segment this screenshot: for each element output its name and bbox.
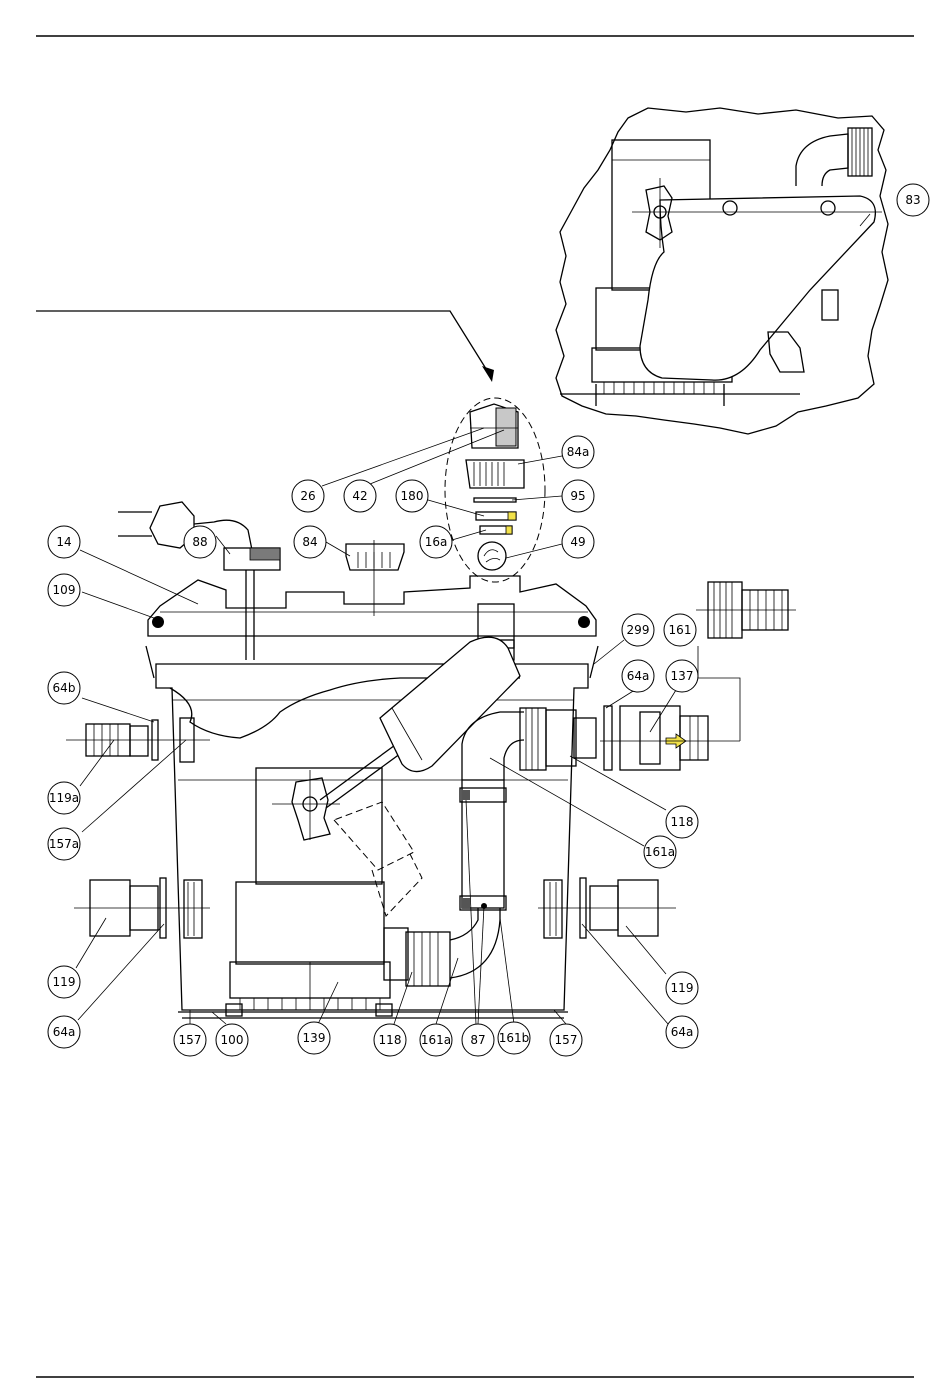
callout-100: 100 xyxy=(216,1024,248,1056)
pointer-arrowhead xyxy=(482,366,494,382)
callout-157a: 157a xyxy=(48,828,80,860)
callout-label: 157a xyxy=(49,837,79,851)
callout-label: 100 xyxy=(221,1033,244,1047)
callout-157-left: 157 xyxy=(174,1024,206,1056)
callout-label: 118 xyxy=(379,1033,402,1047)
callout-label: 161a xyxy=(645,845,675,859)
callout-161a-bottom: 161a xyxy=(420,1024,452,1056)
callout-label: 88 xyxy=(192,535,207,549)
callout-label: 95 xyxy=(570,489,585,503)
callout-label: 84a xyxy=(567,445,590,459)
main-assembly xyxy=(66,502,796,1018)
callout-label: 299 xyxy=(627,623,650,637)
callout-180: 180 xyxy=(396,480,428,512)
callout-label: 109 xyxy=(53,583,76,597)
callout-119-right: 119 xyxy=(666,972,698,1004)
callout-label: 83 xyxy=(905,193,920,207)
cap-exploded-detail xyxy=(445,398,545,582)
callout-26: 26 xyxy=(292,480,324,512)
callout-88: 88 xyxy=(184,526,216,558)
callout-label: 64a xyxy=(53,1025,76,1039)
callout-label: 49 xyxy=(570,535,585,549)
callout-87: 87 xyxy=(462,1024,494,1056)
callout-label: 16a xyxy=(425,535,448,549)
inset-detail xyxy=(556,108,888,434)
callout-161a-right: 161a xyxy=(644,836,676,868)
callout-64a-right: 64a xyxy=(622,660,654,692)
callout-157-right: 157 xyxy=(550,1024,582,1056)
callout-16a: 16a xyxy=(420,526,452,558)
callout-161-top: 161 xyxy=(664,614,696,646)
callout-label: 87 xyxy=(470,1033,485,1047)
callout-label: 14 xyxy=(56,535,71,549)
callout-83: 83 xyxy=(897,184,929,216)
callout-label: 42 xyxy=(352,489,367,503)
callout-119a: 119a xyxy=(48,782,80,814)
callout-64b: 64b xyxy=(48,672,80,704)
callout-299: 299 xyxy=(622,614,654,646)
callout-137: 137 xyxy=(666,660,698,692)
callout-label: 64a xyxy=(627,669,650,683)
callout-label: 64a xyxy=(671,1025,694,1039)
callout-label: 161a xyxy=(421,1033,451,1047)
callout-84a: 84a xyxy=(562,436,594,468)
callout-139: 139 xyxy=(298,1022,330,1054)
callout-label: 118 xyxy=(671,815,694,829)
callout-64a-bottom-right: 64a xyxy=(666,1016,698,1048)
callout-14: 14 xyxy=(48,526,80,558)
callout-label: 157 xyxy=(555,1033,578,1047)
callout-42: 42 xyxy=(344,480,376,512)
callout-label: 157 xyxy=(179,1033,202,1047)
callout-84: 84 xyxy=(294,526,326,558)
callout-label: 137 xyxy=(671,669,694,683)
callout-label: 119 xyxy=(53,975,76,989)
callout-118-right: 118 xyxy=(666,806,698,838)
callout-118-bottom: 118 xyxy=(374,1024,406,1056)
callout-label: 84 xyxy=(302,535,317,549)
callout-95: 95 xyxy=(562,480,594,512)
callout-label: 161 xyxy=(669,623,692,637)
callout-label: 26 xyxy=(300,489,315,503)
callout-label: 64b xyxy=(53,681,76,695)
callout-49: 49 xyxy=(562,526,594,558)
callout-64a-left: 64a xyxy=(48,1016,80,1048)
callout-label: 119 xyxy=(671,981,694,995)
callout-label: 180 xyxy=(401,489,424,503)
callout-label: 161b xyxy=(499,1031,530,1045)
callout-label: 139 xyxy=(303,1031,326,1045)
callout-161b: 161b xyxy=(498,1022,530,1054)
callout-109: 109 xyxy=(48,574,80,606)
callout-119-left: 119 xyxy=(48,966,80,998)
callout-label: 119a xyxy=(49,791,79,805)
